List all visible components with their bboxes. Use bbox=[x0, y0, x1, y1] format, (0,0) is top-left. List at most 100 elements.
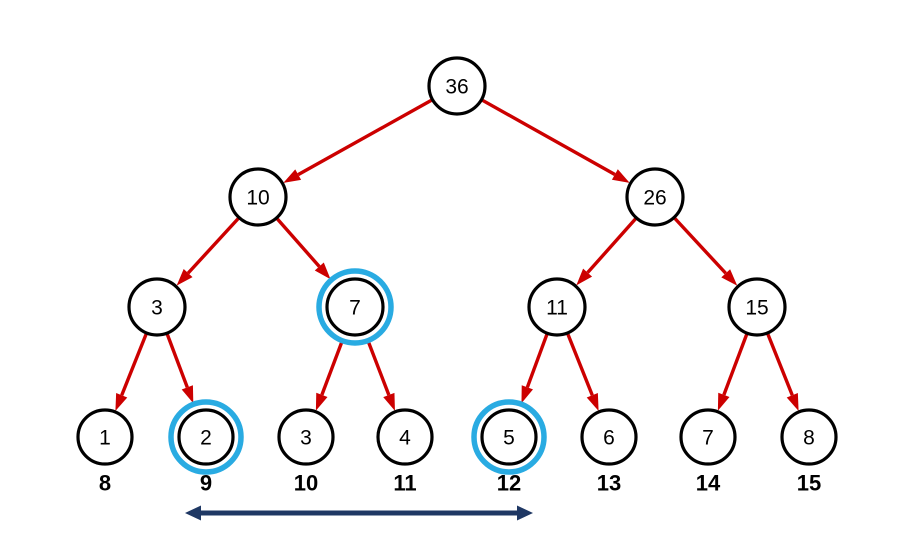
node-circle[interactable] bbox=[376, 408, 434, 466]
node-value-label: 7 bbox=[349, 297, 361, 320]
node-index-label: 15 bbox=[797, 471, 821, 496]
edge-line bbox=[186, 217, 240, 275]
node-value-label: 2 bbox=[200, 427, 212, 450]
edge-line bbox=[165, 333, 189, 389]
edge-line bbox=[566, 333, 594, 396]
node-value-label: 5 bbox=[503, 427, 515, 450]
tree-node-8[interactable]: 8 bbox=[780, 408, 838, 466]
tree-edge bbox=[673, 217, 738, 286]
tree-node-3[interactable]: 3 bbox=[127, 277, 187, 337]
node-value-label: 1 bbox=[99, 427, 111, 450]
node-index-label: 13 bbox=[597, 471, 621, 496]
node-circle[interactable] bbox=[780, 408, 838, 466]
tree-node-6[interactable]: 6 bbox=[580, 408, 638, 466]
tree-edge bbox=[766, 333, 799, 411]
node-circle[interactable] bbox=[727, 277, 787, 337]
edge-arrowhead bbox=[576, 268, 593, 286]
edge-arrowhead bbox=[181, 385, 194, 404]
node-index-label: 11 bbox=[393, 471, 416, 496]
node-value-label: 4 bbox=[399, 427, 411, 450]
node-circle[interactable] bbox=[325, 277, 385, 337]
node-circle[interactable] bbox=[127, 277, 187, 337]
node-circle[interactable] bbox=[277, 408, 335, 466]
node-value-label: 8 bbox=[803, 427, 815, 450]
node-circle[interactable] bbox=[228, 167, 288, 227]
tree-edge bbox=[165, 333, 194, 404]
tree-edge bbox=[366, 340, 395, 411]
node-circle[interactable] bbox=[580, 408, 638, 466]
node-circle[interactable] bbox=[427, 56, 487, 116]
node-index-label: 12 bbox=[497, 471, 521, 496]
tree-node-1[interactable]: 1 bbox=[76, 408, 134, 466]
edge-line bbox=[766, 333, 794, 396]
edge-arrowhead bbox=[283, 169, 302, 183]
edge-line bbox=[722, 333, 749, 396]
node-index-label: 14 bbox=[696, 471, 721, 496]
node-circle[interactable] bbox=[625, 167, 685, 227]
edge-arrowhead bbox=[786, 392, 799, 411]
tree-node-26[interactable]: 26 bbox=[625, 167, 685, 227]
node-circle[interactable] bbox=[76, 408, 134, 466]
node-index-label: 10 bbox=[294, 471, 318, 496]
tree-edge bbox=[315, 341, 344, 411]
edge-arrowhead bbox=[115, 392, 128, 411]
node-value-label: 26 bbox=[643, 187, 666, 210]
tree-edge bbox=[521, 333, 549, 404]
edge-line bbox=[525, 333, 549, 388]
node-value-label: 11 bbox=[546, 297, 568, 320]
annotations-layer: 8 9 10 11 12 13 14 15 bbox=[99, 471, 821, 521]
node-index-label: 8 bbox=[99, 471, 111, 496]
tree-edge bbox=[717, 333, 749, 411]
tree-node-36[interactable]: 36 bbox=[427, 56, 487, 116]
edge-arrowhead bbox=[717, 392, 730, 411]
edges-layer bbox=[115, 98, 799, 411]
edge-arrowhead bbox=[521, 385, 533, 404]
node-value-label: 3 bbox=[300, 427, 312, 450]
node-index-label: 9 bbox=[200, 471, 212, 496]
tree-edge bbox=[275, 217, 331, 280]
edge-line bbox=[275, 217, 321, 268]
tree-node-7[interactable]: 7 bbox=[316, 268, 394, 346]
edge-arrowhead bbox=[586, 392, 599, 411]
tree-edge bbox=[576, 217, 637, 286]
node-highlight-ring bbox=[471, 399, 547, 475]
tree-node-15[interactable]: 15 bbox=[727, 277, 787, 337]
edge-line bbox=[320, 341, 344, 396]
nodes-layer: 36 10 26 3 7 11 15 1 2 3 4 5 6 7 8 bbox=[76, 56, 838, 475]
tree-edge bbox=[176, 217, 240, 286]
edge-arrowhead bbox=[383, 392, 395, 411]
edge-arrowhead bbox=[611, 169, 630, 183]
tree-edge bbox=[481, 98, 630, 183]
tree-node-3[interactable]: 3 bbox=[277, 408, 335, 466]
edge-line bbox=[366, 340, 391, 396]
span-arrow-head-left bbox=[185, 505, 201, 521]
tree-node-7[interactable]: 7 bbox=[679, 408, 737, 466]
node-circle[interactable] bbox=[527, 277, 587, 337]
span-range-arrow bbox=[185, 505, 533, 521]
node-circle[interactable] bbox=[679, 408, 737, 466]
node-value-label: 10 bbox=[246, 187, 269, 210]
node-value-label: 7 bbox=[702, 427, 714, 450]
tree-node-5[interactable]: 5 bbox=[471, 399, 547, 475]
edge-arrowhead bbox=[314, 262, 331, 280]
node-value-label: 3 bbox=[151, 297, 163, 320]
tree-edge bbox=[283, 98, 433, 183]
edge-arrowhead bbox=[315, 392, 328, 411]
node-value-label: 6 bbox=[603, 427, 615, 450]
edge-line bbox=[120, 333, 148, 396]
tree-node-2[interactable]: 2 bbox=[168, 399, 244, 475]
span-arrow-head-right bbox=[517, 505, 533, 521]
edge-line bbox=[673, 217, 727, 275]
tree-edge bbox=[115, 333, 148, 411]
edge-line bbox=[297, 98, 433, 177]
edge-arrowhead bbox=[721, 269, 738, 286]
edge-line bbox=[586, 217, 637, 274]
node-value-label: 15 bbox=[745, 297, 768, 320]
tree-node-10[interactable]: 10 bbox=[228, 167, 288, 227]
node-circle[interactable] bbox=[480, 408, 538, 466]
node-circle[interactable] bbox=[177, 408, 235, 466]
tree-node-11[interactable]: 11 bbox=[527, 277, 587, 337]
tree-node-4[interactable]: 4 bbox=[376, 408, 434, 466]
